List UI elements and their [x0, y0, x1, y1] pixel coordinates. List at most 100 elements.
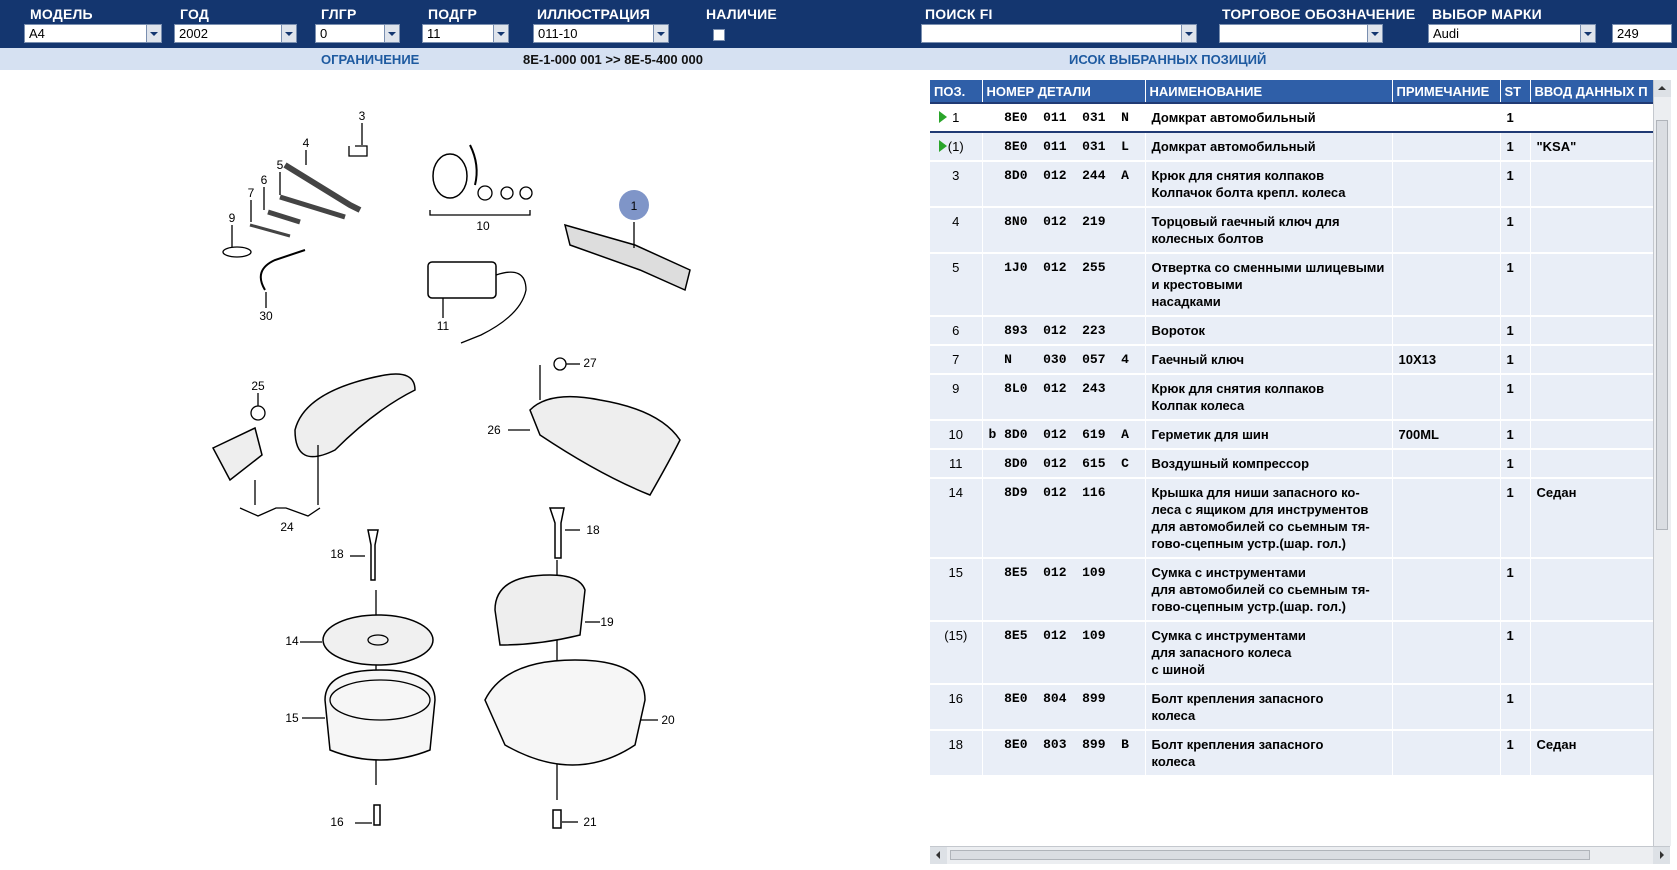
- row-name: Вороток: [1145, 316, 1393, 346]
- availability-checkbox[interactable]: [713, 29, 725, 41]
- tool-tray-part: [294, 373, 416, 458]
- callout-number[interactable]: 1: [631, 199, 638, 213]
- row-st: 1: [1500, 374, 1531, 421]
- row-name: Сумка с инструментами для запасного коле…: [1145, 621, 1393, 685]
- bolt-part: [373, 804, 381, 826]
- row-st: 1: [1500, 253, 1531, 317]
- callout-number[interactable]: 9: [229, 211, 236, 225]
- callout-number[interactable]: 11: [437, 319, 450, 333]
- col-input-header[interactable]: ВВОД ДАННЫХ П: [1530, 80, 1653, 103]
- callout-number[interactable]: 14: [285, 634, 299, 648]
- trade-name-select[interactable]: [1219, 24, 1383, 43]
- row-name-text: Сумка с инструментами для автомобилей со…: [1151, 565, 1370, 614]
- row-name-text: Отвертка со сменными шлицевыми и крестов…: [1151, 260, 1385, 309]
- search-fi-select[interactable]: [921, 24, 1197, 43]
- col-name-header[interactable]: НАИМЕНОВАНИЕ: [1145, 80, 1393, 103]
- callout-number[interactable]: 5: [277, 158, 284, 172]
- vertical-scrollbar[interactable]: [1653, 80, 1671, 846]
- main-group-select[interactable]: 0: [315, 24, 400, 43]
- chevron-down-icon[interactable]: [653, 25, 668, 42]
- chevron-down-icon[interactable]: [493, 25, 508, 42]
- chevron-down-icon[interactable]: [146, 25, 161, 42]
- callout-number[interactable]: 30: [259, 309, 273, 323]
- row-st-text: 1: [1506, 427, 1514, 442]
- row-part-number: 8E0 011 031 L: [982, 132, 1146, 162]
- scroll-thumb[interactable]: [1656, 120, 1668, 530]
- callout-number[interactable]: 3: [359, 109, 366, 123]
- callout-number[interactable]: 15: [285, 711, 299, 725]
- chevron-down-icon[interactable]: [1367, 25, 1382, 42]
- row-st-text: 1: [1506, 381, 1514, 396]
- sub-group-select[interactable]: 11: [422, 24, 509, 43]
- callout-highlight[interactable]: [619, 190, 649, 220]
- model-select[interactable]: A4: [24, 24, 162, 43]
- callout-number[interactable]: 21: [583, 815, 597, 829]
- col-pos-header[interactable]: ПОЗ.: [930, 80, 983, 103]
- row-part-number-text: 8E5 012 109: [988, 628, 1106, 643]
- sealant-part: [432, 153, 468, 199]
- chevron-down-icon[interactable]: [384, 25, 399, 42]
- scroll-up-icon[interactable]: [1654, 80, 1671, 97]
- scroll-thumb[interactable]: [950, 850, 1590, 860]
- callout-number[interactable]: 27: [583, 356, 597, 370]
- illustration-select[interactable]: 011-10: [533, 24, 669, 43]
- chevron-down-icon[interactable]: [1181, 25, 1196, 42]
- tool-bag-part: [324, 669, 436, 761]
- chevron-down-icon[interactable]: [1580, 25, 1595, 42]
- callout-number[interactable]: 25: [251, 379, 265, 393]
- year-select[interactable]: 2002: [174, 24, 297, 43]
- row-part-number: 8E0 803 899 B: [982, 730, 1146, 777]
- row-input-text: Седан: [1536, 737, 1577, 752]
- callout-number[interactable]: 16: [330, 815, 344, 829]
- col-st-header[interactable]: ST: [1500, 80, 1531, 103]
- row-input: [1530, 374, 1653, 421]
- scroll-right-icon[interactable]: [1653, 847, 1670, 864]
- row-name: Воздушный компрессор: [1145, 449, 1393, 479]
- callout-number[interactable]: 18: [586, 523, 600, 537]
- col-note-header[interactable]: ПРИМЕЧАНИЕ: [1392, 80, 1501, 103]
- extra-field[interactable]: 249: [1612, 24, 1672, 43]
- row-name-text: Домкрат автомобильный: [1151, 110, 1316, 125]
- callout-number[interactable]: 7: [248, 186, 255, 200]
- callout-number[interactable]: 24: [280, 520, 294, 534]
- row-st-text: 1: [1506, 323, 1514, 338]
- row-pos: 1: [930, 102, 983, 133]
- row-pos-text: 16: [948, 691, 963, 706]
- row-name: Герметик для шин: [1145, 420, 1393, 450]
- callout-number[interactable]: 4: [303, 136, 310, 150]
- row-input-text: Седан: [1536, 485, 1577, 500]
- year-value: 2002: [179, 26, 208, 41]
- col-part-header[interactable]: НОМЕР ДЕТАЛИ: [982, 80, 1146, 103]
- callout-number[interactable]: 10: [476, 219, 490, 233]
- horizontal-scrollbar[interactable]: [930, 846, 1670, 864]
- row-name: Крюк для снятия колпаков Колпак колеса: [1145, 374, 1393, 421]
- scroll-left-icon[interactable]: [930, 847, 947, 864]
- row-st-text: 1: [1506, 691, 1514, 706]
- callout-number[interactable]: 26: [487, 423, 501, 437]
- row-pos-text: 3: [952, 168, 960, 183]
- callout-number[interactable]: 20: [661, 713, 675, 727]
- callout-number[interactable]: 19: [600, 615, 614, 629]
- row-input: [1530, 449, 1653, 479]
- brand-select[interactable]: Audi: [1428, 24, 1596, 43]
- row-name: Домкрат автомобильный: [1145, 102, 1393, 133]
- chevron-down-icon[interactable]: [281, 25, 296, 42]
- callout-number[interactable]: 6: [261, 173, 268, 187]
- callout-number[interactable]: 18: [330, 547, 344, 561]
